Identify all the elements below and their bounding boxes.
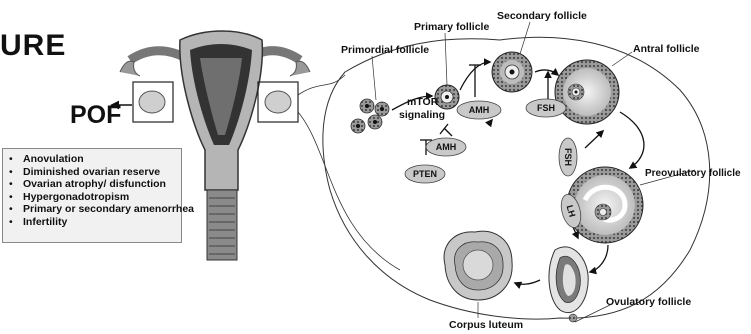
- corpus-luteum-label: Corpus luteum: [449, 319, 523, 331]
- amh-label: AMH: [436, 142, 457, 152]
- fsh-label: FSH: [563, 148, 573, 166]
- uterus-illustration: [120, 31, 310, 260]
- primary-follicle: [435, 33, 459, 109]
- amh-pill-upper: AMH: [457, 101, 501, 119]
- mtor-signaling-label-line2: signaling: [399, 109, 445, 121]
- primordial-follicle-label: Primordial follicle: [341, 44, 429, 56]
- fsh-pill-horizontal: FSH: [526, 99, 566, 117]
- amh-label: AMH: [469, 105, 490, 115]
- secondary-follicle: [492, 22, 532, 92]
- ovulatory-follicle-label: Ovulatory follicle: [606, 296, 691, 308]
- antral-follicle: [555, 52, 632, 124]
- mtor-signaling-label-line1: mTOR: [407, 96, 439, 108]
- corpus-luteum: [444, 231, 512, 318]
- fsh-pill-vertical: FSH: [559, 138, 577, 176]
- antral-follicle-label: Antral follicle: [633, 43, 700, 55]
- amh-pill-lower: AMH: [426, 138, 466, 156]
- pten-label: PTEN: [413, 169, 437, 179]
- pten-pill: PTEN: [405, 165, 445, 183]
- fsh-label: FSH: [537, 103, 555, 113]
- primary-follicle-label: Primary follicle: [414, 21, 489, 33]
- secondary-follicle-label: Secondary follicle: [497, 10, 587, 22]
- ovulatory-follicle: [549, 247, 610, 322]
- preovulatory-follicle-label: Preovulatory follicle: [645, 168, 741, 179]
- primordial-follicles: [351, 56, 389, 133]
